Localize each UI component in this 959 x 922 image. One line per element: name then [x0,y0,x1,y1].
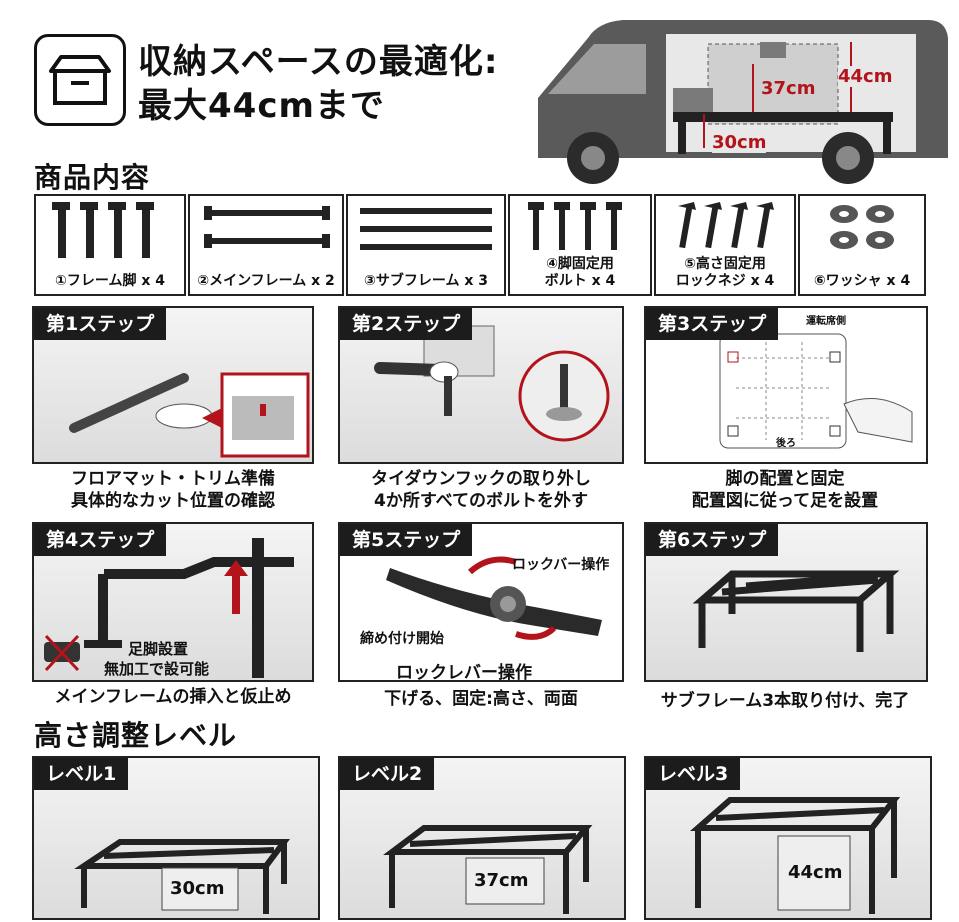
level-3-panel: 44cm レベル3 [644,756,932,920]
step-4-caption: メインフレームの挿入と仮止め [20,686,326,708]
van-height-low: 30cm [712,132,767,153]
step-2-line1: タイダウンフックの取り外し [371,469,591,489]
step-1-panel: 第1ステップ [32,306,314,464]
storage-box-icon [34,34,126,126]
part-label: ③サブフレーム x 3 [364,273,488,289]
part-label: ②メインフレーム x 2 [197,273,335,289]
step-1-line1: フロアマット・トリム準備 [71,469,275,489]
step-6-illustration [646,524,926,680]
step-5-panel: ロックバー操作 締め付け開始 ロックレバー操作 第5ステップ [338,522,624,683]
step-4-tag: 第4ステップ [34,524,167,556]
level-2-height: 37cm [474,870,529,891]
level-3-tag: レベル3 [646,758,741,790]
level-1-panel: 30cm レベル1 [32,756,320,920]
part-label: ④脚固定用 ボルト x 4 [510,256,650,290]
level-2-panel: 37cm レベル2 [338,756,626,920]
page-title: 収納スペースの最適化: 最大44cmまで [138,40,499,128]
part-label-line2: ロックネジ x 4 [675,273,775,289]
step-5-illustration: ロックバー操作 締め付け開始 ロックレバー操作 [340,524,622,683]
step-1-tag: 第1ステップ [34,308,167,340]
step-2-panel: 第2ステップ [338,306,624,464]
step-2-line2: 4か所すべてのボルトを外す [374,491,588,511]
bolt-icon [528,202,622,250]
step-1-caption: フロアマット・トリム準備 具体的なカット位置の確認 [20,468,326,512]
frame-leg-icon [52,202,154,258]
part-sub-frame: ③サブフレーム x 3 [346,194,506,296]
part-washer: ⑥ワッシャ x 4 [798,194,926,296]
van-height-mid: 37cm [761,78,816,99]
step-3-panel: 運転席側 後ろ 第3ステップ [644,306,928,464]
part-label: ⑤高さ固定用 ロックネジ x 4 [656,256,794,290]
level-1-height: 30cm [170,878,225,899]
step-3-diagram-top: 運転席側 [806,316,846,327]
part-label: ①フレーム脚 x 4 [55,273,165,289]
part-label-line2: ボルト x 4 [544,273,616,289]
step-2-caption: タイダウンフックの取り外し 4か所すべてのボルトを外す [326,468,636,512]
step-6-tag: 第6ステップ [646,524,779,556]
step-4-line1: メインフレームの挿入と仮止め [54,687,292,707]
step-5-label-lever: ロックレバー操作 [396,663,532,683]
part-lock-screw: ⑤高さ固定用 ロックネジ x 4 [654,194,796,296]
step-3-line1: 脚の配置と固定 [725,469,845,489]
step-2-tag: 第2ステップ [340,308,473,340]
step-5-caption: 下げる、固定:高さ、両面 [326,688,636,710]
step-3-diagram-bottom: 後ろ [776,438,796,449]
step-5-label-lockbar: ロックバー操作 [512,557,610,573]
step-4-note2: 無加工で設可能 [104,660,210,678]
level-1-illustration: 30cm [34,758,318,918]
lock-screw-icon [678,202,774,249]
level-3-height: 44cm [788,862,843,883]
level-1-tag: レベル1 [34,758,129,790]
step-5-tag: 第5ステップ [340,524,473,556]
van-illustration: 44cm 37cm 30cm [528,8,953,186]
step-3-caption: 脚の配置と固定 配置図に従って足を設置 [630,468,940,512]
part-label: ⑥ワッシャ x 4 [813,273,911,289]
level-2-tag: レベル2 [340,758,435,790]
page-title-line2: 最大44cmまで [138,86,385,126]
step-4-note1: 足脚設置 [128,640,189,658]
page-title-line1: 収納スペースの最適化: [138,42,499,82]
main-frame-icon [204,206,330,248]
step-5-label-tighten: 締め付け開始 [360,631,444,647]
sub-frame-icon [360,208,492,250]
part-bolt: ④脚固定用 ボルト x 4 [508,194,652,296]
part-frame-leg: ①フレーム脚 x 4 [34,194,186,296]
step-3-line2: 配置図に従って足を設置 [691,491,879,511]
part-main-frame: ②メインフレーム x 2 [188,194,344,296]
van-height-total: 44cm [838,66,893,87]
washer-icon [830,205,894,249]
contents-title: 商品内容 [34,161,151,194]
part-label-line1: ⑤高さ固定用 [684,256,766,272]
step-4-panel: 足脚設置 無加工で設可能 第4ステップ [32,522,314,682]
part-label-line1: ④脚固定用 [546,256,614,272]
step-5-line1: 下げる、固定:高さ、両面 [384,689,578,709]
step-1-line2: 具体的なカット位置の確認 [71,491,275,511]
step-6-line1: サブフレーム3本取り付け、完了 [660,691,910,711]
levels-title: 高さ調整レベル [34,719,238,752]
step-6-panel: 第6ステップ [644,522,928,682]
step-3-tag: 第3ステップ [646,308,779,340]
step-6-caption: サブフレーム3本取り付け、完了 [630,690,940,712]
